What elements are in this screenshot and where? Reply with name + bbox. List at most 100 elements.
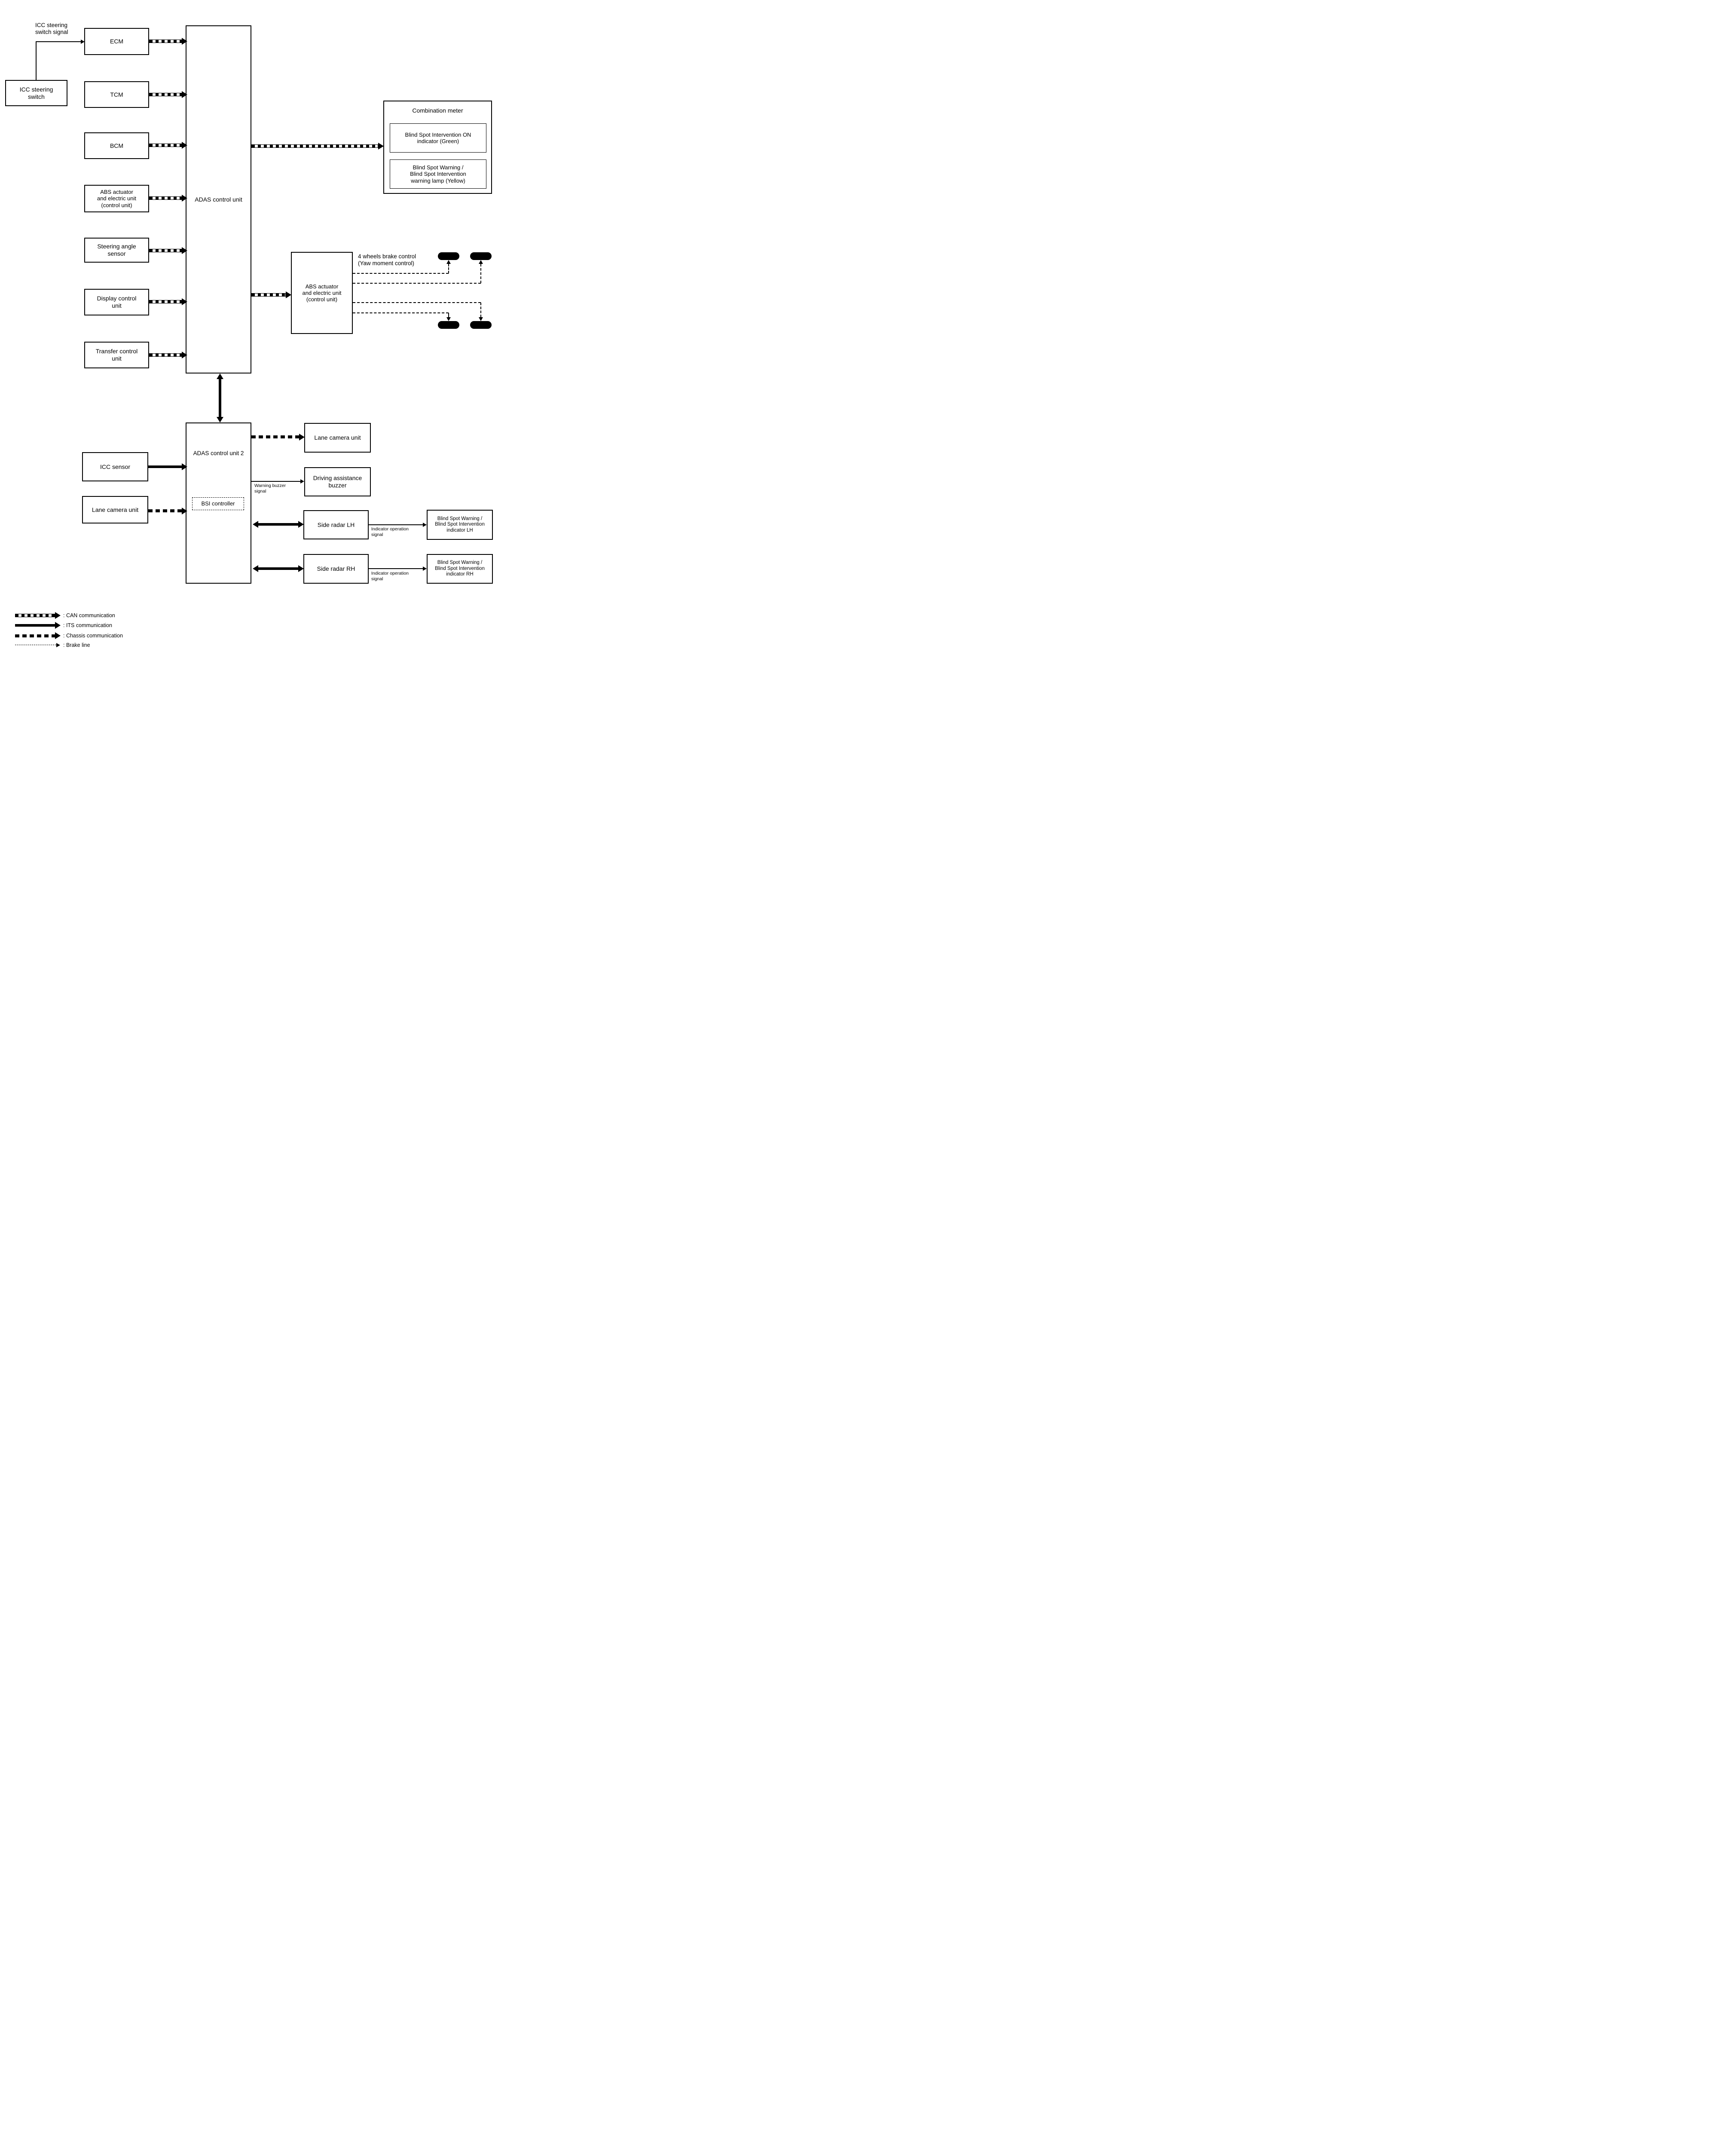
four-wheels-brake-label: 4 wheels brake control (Yaw moment contr… <box>358 253 416 267</box>
can-arrow-adas-to-abs-bar <box>251 293 286 297</box>
tcm-box: TCM <box>84 81 149 108</box>
indicator-operation-signal-rh-label: Indicator operation signal <box>371 571 409 582</box>
lane-camera-unit-left-box: Lane camera unit <box>82 496 148 523</box>
brake-line-4-arrowhead-icon <box>446 317 451 321</box>
warning-buzzer-line <box>251 481 300 482</box>
adas-link-down-arrowhead-icon <box>217 417 223 422</box>
can-arrow-ecm-bar <box>149 40 182 43</box>
bsw-warning-lamp-box: Blind Spot Warning / Blind Spot Interven… <box>390 159 486 189</box>
icc-sensor-box: ICC sensor <box>82 452 148 481</box>
driving-assistance-buzzer-box: Driving assistance buzzer <box>304 467 371 496</box>
can-arrow-tcm-bar <box>149 93 182 96</box>
system-diagram: ICC steering switch signal ICC steering … <box>0 0 496 673</box>
legend-chassis-arrow-bar <box>15 634 55 637</box>
side-radar-rh-box: Side radar RH <box>303 554 369 584</box>
its-arrow-icc-sensor-bar <box>148 465 182 468</box>
indicator-lh-line <box>369 524 423 525</box>
legend-can-arrow-bar <box>15 614 55 617</box>
wheel-rear-right-icon <box>470 321 492 329</box>
indicator-rh-line <box>369 568 423 569</box>
brake-line-2-arrowhead-icon <box>479 260 483 264</box>
abs-actuator-right-box: ABS actuator and electric unit (control … <box>291 252 353 334</box>
can-arrow-bcm-bar <box>149 144 182 147</box>
can-arrow-transfer-bar <box>149 353 182 357</box>
adas-control-unit-2-label: ADAS control unit 2 <box>193 450 244 456</box>
wheel-rear-left-icon <box>438 321 459 329</box>
icc-steering-switch-signal-label: ICC steering switch signal <box>35 22 68 36</box>
brake-line-1-horizontal <box>353 273 449 274</box>
legend-can-label: : CAN communication <box>63 612 115 618</box>
display-control-unit-box: Display control unit <box>84 289 149 315</box>
adas-control-unit-box: ADAS control unit <box>186 25 251 373</box>
can-arrow-tcm-head-icon <box>182 91 187 98</box>
brake-line-1-vertical <box>448 264 449 273</box>
chassis-arrow-lane-right-head-icon <box>299 434 305 441</box>
can-arrow-adas-to-abs-head-icon <box>286 291 291 298</box>
brake-line-2-horizontal <box>353 283 481 284</box>
warning-buzzer-arrowhead-icon <box>300 479 304 484</box>
adas-link-up-arrowhead-icon <box>217 373 223 379</box>
legend-chassis-arrow-head-icon <box>55 632 61 639</box>
can-arrow-transfer-head-icon <box>182 352 187 358</box>
its-arrow-icc-sensor-head-icon <box>182 463 187 470</box>
indicator-rh-arrowhead-icon <box>423 566 427 571</box>
legend-its-arrow-bar <box>15 624 55 627</box>
bsi-on-indicator-box: Blind Spot Intervention ON indicator (Gr… <box>390 123 486 153</box>
indicator-lh-arrowhead-icon <box>423 523 427 527</box>
icc-switch-signal-line-horizontal <box>36 41 81 42</box>
can-arrow-display-bar <box>149 300 182 303</box>
can-arrow-bcm-head-icon <box>182 142 187 149</box>
its-double-rh-right-head-icon <box>298 565 304 572</box>
can-arrow-steering-head-icon <box>182 247 187 254</box>
can-arrow-display-head-icon <box>182 298 187 305</box>
can-arrow-abs-left-head-icon <box>182 195 187 202</box>
can-arrow-adas-to-meter-head-icon <box>378 143 384 150</box>
wheel-front-right-icon <box>470 252 492 260</box>
brake-line-1-arrowhead-icon <box>446 260 451 264</box>
icc-switch-signal-line-vertical <box>36 41 37 80</box>
side-radar-lh-box: Side radar LH <box>303 510 369 539</box>
abs-actuator-left-box: ABS actuator and electric unit (control … <box>84 185 149 212</box>
its-double-lh-left-head-icon <box>253 521 258 528</box>
legend-chassis-label: : Chassis communication <box>63 633 123 639</box>
bsw-indicator-rh-box: Blind Spot Warning / Blind Spot Interven… <box>427 554 493 584</box>
bsw-indicator-lh-box: Blind Spot Warning / Blind Spot Interven… <box>427 510 493 540</box>
its-double-lh-right-head-icon <box>298 521 304 528</box>
can-arrow-steering-bar <box>149 249 182 252</box>
bsi-controller-box: BSI controller <box>192 497 244 510</box>
legend-its-arrow-head-icon <box>55 622 61 629</box>
chassis-arrow-lane-right-bar <box>251 435 299 438</box>
brake-line-2-vertical <box>480 264 481 283</box>
legend-can-arrow-head-icon <box>55 612 61 619</box>
icc-steering-switch-box: ICC steering switch <box>5 80 67 106</box>
icc-switch-signal-arrowhead-icon <box>81 40 85 44</box>
its-double-rh-left-head-icon <box>253 565 258 572</box>
combination-meter-box: Combination meter Blind Spot Interventio… <box>383 101 492 194</box>
adas-link-bar <box>219 379 221 417</box>
brake-line-4-horizontal <box>353 312 449 313</box>
legend-brake-arrow-head-icon <box>56 643 60 647</box>
lane-camera-unit-right-box: Lane camera unit <box>304 423 371 453</box>
bcm-box: BCM <box>84 132 149 159</box>
brake-line-3-vertical <box>480 303 481 317</box>
can-arrow-adas-to-meter-bar <box>251 144 378 148</box>
its-double-lh-bar <box>257 523 299 526</box>
steering-angle-sensor-box: Steering angle sensor <box>84 238 149 263</box>
ecm-box: ECM <box>84 28 149 55</box>
wheel-front-left-icon <box>438 252 459 260</box>
brake-line-3-arrowhead-icon <box>479 317 483 321</box>
warning-buzzer-signal-label: Warning buzzer signal <box>254 483 286 494</box>
can-arrow-abs-left-bar <box>149 196 182 200</box>
legend-its-label: : ITS communication <box>63 622 112 628</box>
adas-control-unit-2-box: ADAS control unit 2 BSI controller <box>186 422 251 584</box>
indicator-operation-signal-lh-label: Indicator operation signal <box>371 527 409 537</box>
legend-brake-label: : Brake line <box>63 642 90 648</box>
transfer-control-unit-box: Transfer control unit <box>84 342 149 368</box>
combination-meter-title: Combination meter <box>412 107 463 114</box>
chassis-arrow-lane-left-bar <box>148 509 182 512</box>
its-double-rh-bar <box>257 567 299 570</box>
brake-line-4-vertical <box>448 313 449 317</box>
chassis-arrow-lane-left-head-icon <box>182 508 187 514</box>
brake-line-3-horizontal <box>353 302 481 303</box>
can-arrow-ecm-head-icon <box>182 38 187 45</box>
